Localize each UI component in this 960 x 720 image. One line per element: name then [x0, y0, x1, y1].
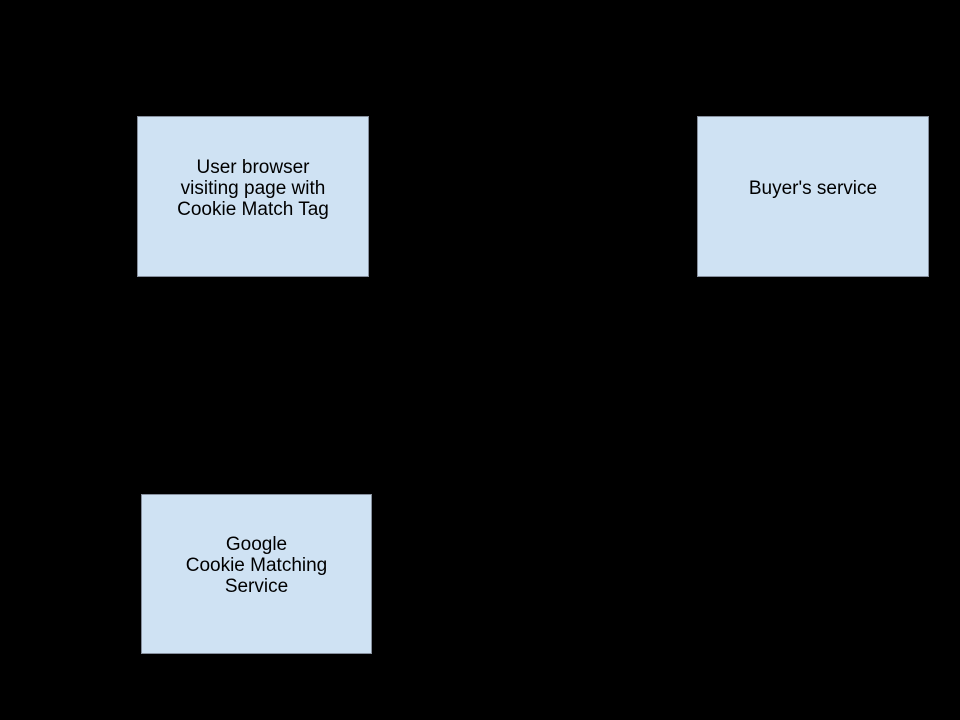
- node-buyers-service: Buyer's service: [697, 116, 929, 277]
- node-label-line: Service: [224, 576, 289, 597]
- node-user-browser: User browser visiting page with Cookie M…: [137, 116, 369, 277]
- node-label-line: Buyer's service: [748, 177, 878, 199]
- node-user-browser-label: User browser visiting page with Cookie M…: [177, 157, 329, 220]
- node-label-line: Google: [225, 534, 288, 555]
- node-google-cookie-matching-service: Google Cookie Matching Service: [141, 494, 372, 654]
- node-google-cookie-matching-label: Google Cookie Matching Service: [186, 534, 328, 597]
- node-label-line: User browser: [196, 156, 310, 178]
- node-label-line: Cookie Match Tag: [177, 198, 329, 220]
- node-label-line: Cookie Matching: [185, 555, 328, 576]
- node-buyers-service-label: Buyer's service: [749, 178, 877, 199]
- node-label-line: visiting page with: [180, 177, 326, 199]
